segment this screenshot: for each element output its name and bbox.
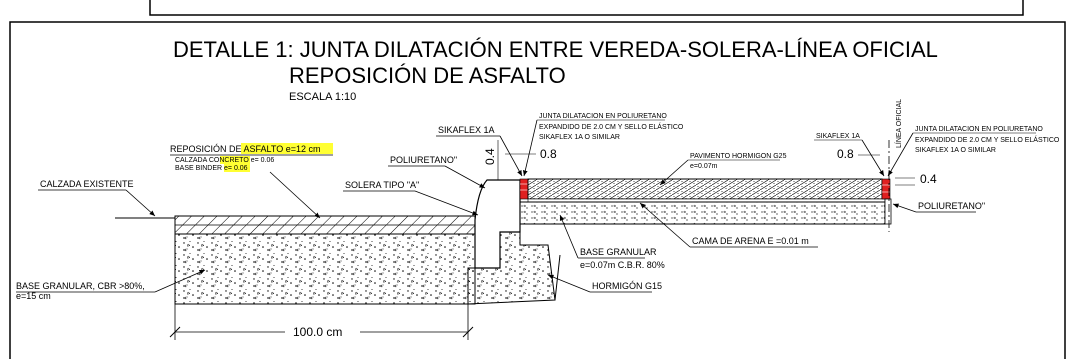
- base-granular-left-label-1: BASE GRANULAR, CBR >80%,: [16, 281, 145, 291]
- cama-arena-leader: [639, 202, 691, 248]
- top-frame: [149, 0, 1024, 16]
- poliuretano-left-label: POLIURETANO": [390, 155, 457, 165]
- dim-08-left: 0.8: [540, 147, 557, 161]
- junta-left-leader: [522, 119, 538, 177]
- calzada-concreto-highlight-bg: [220, 156, 250, 164]
- pavimento-leader: [659, 159, 689, 186]
- base-granular-mid-leader: [559, 214, 579, 259]
- hormigon-foundation: [467, 231, 556, 305]
- pavimento-label-1: PAVIMENTO HORMIGON G25: [690, 153, 787, 160]
- base-granular-mid-label-2: e=0.07m C.B.R. 80%: [580, 260, 665, 270]
- calzada-existente-leader: [125, 189, 156, 217]
- granular-base-sidewalk: [519, 201, 886, 225]
- poliuretano-right-leader: [892, 203, 917, 213]
- junta-right-label-2: EXPANDIDO DE 2.0 CM Y SELLO ELÁSTICO: [915, 135, 1060, 144]
- solera-label: SOLERA TIPO "A": [345, 180, 419, 190]
- junta-left-label-3: SIKAFLEX 1A O SIMILAR: [539, 134, 620, 141]
- dim-08-right: 0.8: [837, 147, 854, 161]
- base-granular-left-leader: [154, 269, 206, 293]
- sikaflex-left-label: SIKAFLEX 1A: [438, 125, 495, 135]
- sikaflex-right-label: SIKAFLEX 1A: [816, 133, 860, 140]
- title-line-2: REPOSICIÓN DE ASFALTO: [289, 63, 566, 88]
- drawing-frame: [9, 21, 1066, 359]
- poliuretano-right-block: [884, 198, 892, 225]
- solera-leader: [414, 190, 479, 216]
- foundation-edge: [554, 254, 561, 301]
- junta-right-label-1: JUNTA DILATACION EN POLIURETANO: [915, 126, 1043, 133]
- sikaflex-left-leader: [499, 135, 523, 177]
- poliuretano-right-label: POLIURETANO": [918, 201, 985, 211]
- reposicion-label: REPOSICIÓN DE ASFALTO e=12 cm: [170, 144, 320, 154]
- reposicion-highlight-bg: [241, 143, 333, 154]
- hormigon-leader: [547, 274, 591, 293]
- scale-label: ESCALA 1:10: [289, 91, 356, 103]
- junta-left-label-2: EXPANDIDO DE 2.0 CM Y SELLO ELÁSTICO: [539, 122, 684, 131]
- calzada-concreto-label: CALZADA CONCRETO e= 0.06: [175, 157, 274, 164]
- dim-04-left: 0.4: [483, 148, 497, 165]
- hormigon-label: HORMIGÓN G15: [592, 281, 662, 291]
- base-granular-left-label-2: e=15 cm: [16, 291, 51, 301]
- reposicion-leader: [269, 171, 321, 219]
- base-binder-label: BASE BINDER e= 0.06: [175, 165, 248, 172]
- junta-left-label-1: JUNTA DILATACION EN POLIURETANO: [539, 113, 667, 120]
- base-granular-mid-label-1: BASE GRANULAR: [580, 247, 657, 257]
- junta-right-label-3: SIKAFLEX 1A O SIMILAR: [915, 147, 996, 154]
- poliuretano-left-leader: [444, 165, 486, 189]
- calzada-existente-label: CALZADA EXISTENTE: [40, 179, 134, 189]
- title-line-1: DETALLE 1: JUNTA DILATACIÓN ENTRE VEREDA…: [173, 37, 938, 62]
- joint-left: [519, 178, 529, 200]
- junta-right-leader: [887, 132, 914, 177]
- dimension-tick-right: [462, 326, 474, 338]
- dim-04-right: 0.4: [920, 172, 937, 186]
- pavement-slab: [527, 178, 883, 200]
- base-binder-highlight-bg: [224, 164, 250, 172]
- pavimento-label-2: e=0.07m: [690, 163, 718, 170]
- sikaflex-right-leader: [861, 139, 885, 177]
- dimension-tick-left: [169, 326, 181, 338]
- cama-arena-label: CAMA DE ARENA E =0.01 m: [692, 236, 809, 246]
- dimension-bottom-label: 100.0 cm: [293, 325, 342, 339]
- granular-base-left: [174, 233, 476, 305]
- linea-oficial-label: LÍNEA OFICIAL: [894, 99, 903, 148]
